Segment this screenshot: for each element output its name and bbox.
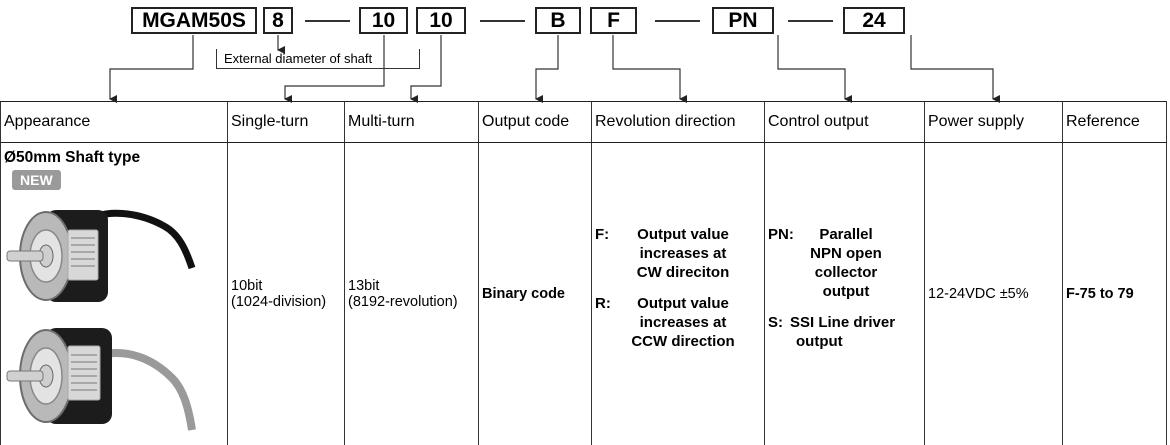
multi-turn-cell: 13bit (8192-revolution) bbox=[345, 143, 479, 445]
direction-f-item: F: Output value increases at CW direcito… bbox=[595, 225, 764, 282]
header-control-output: Control output bbox=[765, 102, 925, 143]
control-connector bbox=[778, 35, 845, 99]
direction-r-line: CCW direction bbox=[619, 332, 747, 351]
header-multi-turn: Multi-turn bbox=[345, 102, 479, 143]
control-s-item: S: SSI Line driver output bbox=[768, 313, 924, 351]
encoder-shaft bbox=[7, 251, 43, 261]
singleturn-connector bbox=[285, 35, 384, 99]
direction-connector bbox=[613, 35, 680, 99]
appearance-cell: Ø50mm Shaft type NEW bbox=[1, 143, 228, 445]
control-output-cell: PN: Parallel NPN open collector output S… bbox=[765, 143, 925, 445]
direction-f-line: CW direciton bbox=[619, 263, 747, 282]
control-pn-line: collector bbox=[800, 263, 892, 282]
multiturn-connector bbox=[411, 35, 441, 99]
power-connector bbox=[911, 35, 993, 99]
product-type-title: Ø50mm Shaft type bbox=[4, 149, 227, 167]
encoder-shaft bbox=[7, 371, 43, 381]
control-pn-line: output bbox=[800, 282, 892, 301]
control-pn-line: Parallel bbox=[800, 225, 892, 244]
multi-turn-value: 13bit bbox=[348, 278, 478, 294]
header-power-supply: Power supply bbox=[925, 102, 1063, 143]
control-list: PN: Parallel NPN open collector output S… bbox=[768, 225, 924, 351]
spec-table: Appearance Single-turn Multi-turn Output… bbox=[0, 101, 1167, 445]
revolution-direction-cell: F: Output value increases at CW direcito… bbox=[592, 143, 765, 445]
header-revolution-direction: Revolution direction bbox=[592, 102, 765, 143]
direction-r-line: increases at bbox=[619, 313, 747, 332]
control-s-key: S: bbox=[768, 313, 790, 351]
direction-r-line: Output value bbox=[619, 294, 747, 313]
single-turn-value: 10bit bbox=[231, 278, 344, 294]
encoder-product-images bbox=[4, 190, 224, 440]
control-pn-text: Parallel NPN open collector output bbox=[800, 225, 892, 301]
direction-f-key: F: bbox=[595, 225, 619, 282]
output-connector bbox=[536, 35, 558, 99]
header-appearance: Appearance bbox=[1, 102, 228, 143]
encoder-cable-gray bbox=[100, 353, 192, 430]
header-row: Appearance Single-turn Multi-turn Output… bbox=[1, 102, 1167, 143]
control-pn-line: NPN open bbox=[800, 244, 892, 263]
reference-cell: F-75 to 79 bbox=[1063, 143, 1167, 445]
new-badge: NEW bbox=[12, 170, 61, 190]
control-s-line: SSI Line driver bbox=[790, 313, 882, 332]
control-pn-item: PN: Parallel NPN open collector output bbox=[768, 225, 924, 301]
output-code-cell: Binary code bbox=[479, 143, 592, 445]
direction-f-line: Output value bbox=[619, 225, 747, 244]
code-connector-lines bbox=[0, 0, 1170, 100]
header-output-code: Output code bbox=[479, 102, 592, 143]
multi-turn-detail: (8192-revolution) bbox=[348, 294, 478, 310]
direction-f-text: Output value increases at CW direciton bbox=[619, 225, 747, 282]
encoder-label bbox=[68, 346, 100, 400]
control-s-line: output bbox=[790, 332, 882, 351]
header-reference: Reference bbox=[1063, 102, 1167, 143]
power-supply-cell: 12-24VDC ±5% bbox=[925, 143, 1063, 445]
single-turn-detail: (1024-division) bbox=[231, 294, 344, 310]
control-pn-key: PN: bbox=[768, 225, 800, 301]
encoder-image-black-cable bbox=[7, 210, 192, 302]
single-turn-cell: 10bit (1024-division) bbox=[228, 143, 345, 445]
header-single-turn: Single-turn bbox=[228, 102, 345, 143]
direction-r-key: R: bbox=[595, 294, 619, 351]
table-row: Ø50mm Shaft type NEW bbox=[1, 143, 1167, 445]
direction-list: F: Output value increases at CW direcito… bbox=[595, 225, 764, 351]
series-connector bbox=[110, 35, 193, 99]
direction-r-text: Output value increases at CCW direction bbox=[619, 294, 747, 351]
encoder-image-gray-cable bbox=[7, 328, 192, 430]
direction-r-item: R: Output value increases at CCW directi… bbox=[595, 294, 764, 351]
direction-f-line: increases at bbox=[619, 244, 747, 263]
control-s-text: SSI Line driver output bbox=[790, 313, 882, 351]
